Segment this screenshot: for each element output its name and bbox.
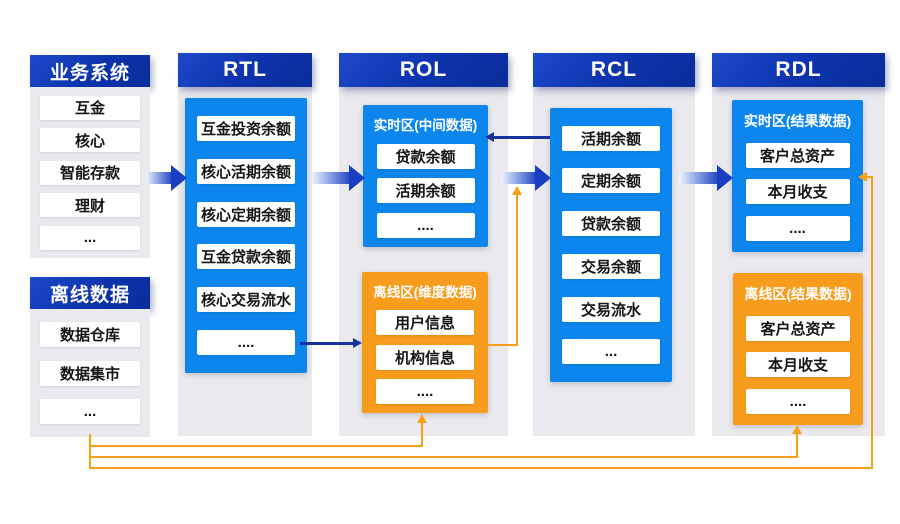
- data-item: 本月收支: [745, 179, 850, 205]
- data-item: 客户总资产: [745, 142, 850, 168]
- source-item: 数据集市: [40, 360, 140, 386]
- data-item: 核心定期余额: [197, 201, 295, 227]
- connector-offline-to-rdl-offline: [89, 456, 798, 458]
- rol-realtime-box-title: 实时区(中间数据): [373, 118, 478, 134]
- rol-header: ROL: [339, 53, 508, 87]
- source-item: ...: [40, 225, 140, 250]
- business-systems-title: 业务系统: [49, 62, 130, 84]
- offline-data-header: 离线数据: [30, 277, 150, 309]
- offline-data-panel: 数据仓库 数据集市 ...: [30, 309, 150, 437]
- arrowhead-left-icon: [485, 132, 494, 142]
- arrowhead-up-icon: [792, 425, 802, 434]
- connector-offline-to-rol-dim: [421, 422, 423, 447]
- rol-realtime-box: 实时区(中间数据) 贷款余额 活期余额 ....: [363, 105, 488, 247]
- source-item: 智能存款: [40, 160, 140, 185]
- rdl-header: RDL: [712, 53, 885, 87]
- connector-offline-to-rol-dim: [89, 445, 423, 447]
- source-item: 理财: [40, 193, 140, 217]
- data-item: 核心交易流水: [197, 287, 295, 313]
- data-item: 交易流水: [562, 296, 660, 322]
- flow-arrow-rol-to-rcl-icon: [501, 165, 551, 191]
- arrowhead-up-icon: [512, 186, 522, 195]
- business-systems-panel: 互金 核心 智能存款 理财 ...: [30, 87, 150, 258]
- connector-offline-to-rdl-realtime: [866, 176, 873, 178]
- data-item: 活期余额: [562, 125, 660, 151]
- rtl-box: 互金投资余额 核心活期余额 核心定期余额 互金贷款余额 核心交易流水 ....: [185, 98, 307, 373]
- data-item: 交易余额: [562, 253, 660, 279]
- flow-arrow-rtl-to-rol-icon: [312, 165, 365, 191]
- data-item: 核心活期余额: [197, 158, 295, 184]
- connector-rol-offline-up: [488, 344, 518, 346]
- connector-offline-trunk: [89, 434, 91, 469]
- rdl-offline-box: 离线区(结果数据) 客户总资产 本月收支 ....: [733, 273, 863, 425]
- arrow-rtl-to-rol-offline: [300, 342, 355, 345]
- rcl-header: RCL: [533, 53, 695, 87]
- rol-offline-box: 离线区(维度数据) 用户信息 机构信息 ....: [362, 272, 488, 413]
- data-item: ...: [562, 339, 660, 365]
- data-item: ....: [745, 215, 850, 241]
- data-item: ....: [376, 212, 475, 238]
- connector-offline-to-rdl-realtime: [871, 176, 873, 469]
- rdl-realtime-box: 实时区(结果数据) 客户总资产 本月收支 ....: [732, 100, 863, 252]
- connector-offline-to-rdl-offline: [796, 433, 798, 458]
- data-item: 互金投资余额: [197, 115, 295, 141]
- source-item: 核心: [40, 128, 140, 152]
- flow-arrow-biz-to-rtl-icon: [146, 165, 187, 191]
- data-item: ....: [746, 388, 850, 414]
- arrowhead-left-icon: [858, 172, 867, 182]
- rol-offline-box-title: 离线区(维度数据): [373, 285, 477, 301]
- data-item: 贷款余额: [562, 211, 660, 237]
- data-item: 贷款余额: [376, 143, 475, 169]
- source-item: 数据仓库: [40, 322, 140, 348]
- data-item: 用户信息: [376, 310, 474, 336]
- data-item: 本月收支: [746, 352, 850, 378]
- arrowhead-right-icon: [353, 338, 362, 348]
- business-systems-header: 业务系统: [30, 55, 150, 87]
- rol-title: ROL: [399, 58, 448, 81]
- rdl-realtime-box-title: 实时区(结果数据): [743, 113, 852, 130]
- connector-rol-offline-up: [516, 194, 518, 346]
- arrowhead-up-icon: [417, 414, 427, 423]
- arrow-rcl-to-rol-realtime: [492, 136, 550, 139]
- data-item: ....: [197, 330, 295, 356]
- rdl-title: RDL: [775, 58, 822, 81]
- rcl-box: 活期余额 定期余额 贷款余额 交易余额 交易流水 ...: [550, 108, 672, 382]
- data-item: 活期余额: [376, 178, 475, 204]
- data-item: ....: [376, 378, 474, 404]
- data-item: 客户总资产: [746, 315, 850, 341]
- source-item: 互金: [40, 95, 140, 120]
- rtl-title: RTL: [223, 58, 267, 81]
- data-item: 互金贷款余额: [197, 244, 295, 270]
- rtl-header: RTL: [178, 53, 312, 87]
- flow-arrow-rcl-to-rdl-icon: [679, 165, 733, 191]
- rcl-title: RCL: [590, 58, 638, 81]
- offline-data-title: 离线数据: [49, 284, 130, 306]
- connector-offline-to-rdl-realtime: [89, 467, 873, 469]
- source-item: ...: [40, 398, 140, 424]
- rdl-offline-box-title: 离线区(结果数据): [744, 286, 852, 303]
- data-item: 机构信息: [376, 344, 474, 370]
- data-item: 定期余额: [562, 168, 660, 194]
